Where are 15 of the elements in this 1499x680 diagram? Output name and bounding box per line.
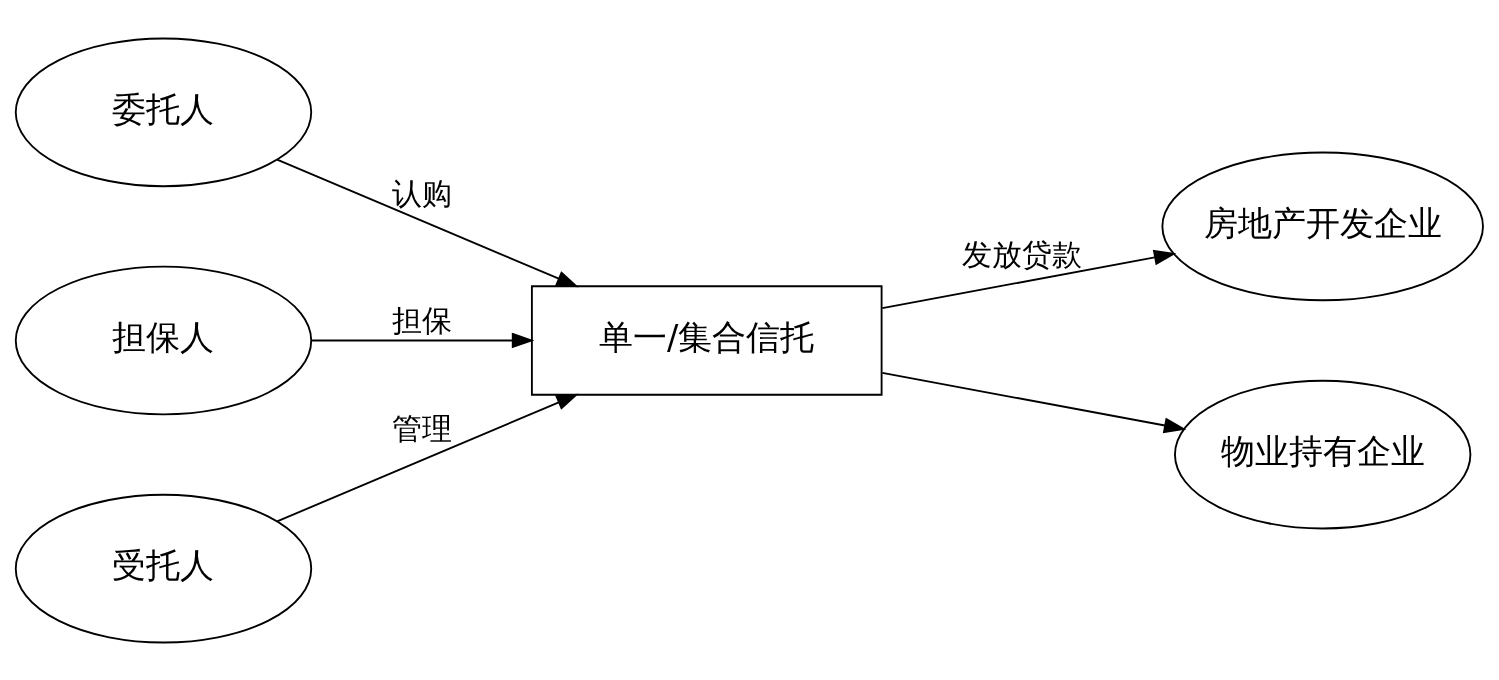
node-ellipse: 担保人 [14,265,313,415]
node-ellipse: 物业持有企业 [1174,379,1472,529]
node-ellipse: 房地产开发企业 [1161,151,1484,301]
node-ellipse: 受托人 [14,493,313,643]
arrow [310,332,535,348]
arrow [276,158,579,287]
edge-label: 发放贷款 [961,236,1082,272]
arrow [881,371,1187,433]
edge-label: 管理 [391,410,452,446]
edge-label: 认购 [391,175,452,211]
node-box: 单一/集合信托 [530,284,883,396]
edge-label: 担保 [391,302,452,338]
arrow [276,393,579,522]
arrow [881,249,1177,309]
node-ellipse: 委托人 [14,37,313,187]
